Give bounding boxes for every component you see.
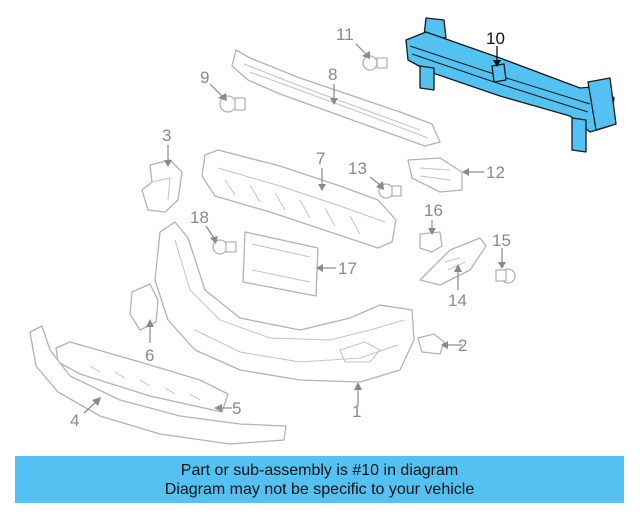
part-12-bracket [407, 157, 463, 193]
callout-8: 8 [328, 65, 337, 84]
callout-leaders [83, 43, 506, 414]
callout-10: 10 [486, 29, 505, 48]
callout-1: 1 [352, 402, 361, 421]
callout-7: 7 [316, 149, 325, 168]
banner-line-1: Part or sub-assembly is #10 in diagram [180, 461, 459, 479]
part-6-tow-cover [129, 283, 159, 331]
callout-2: 2 [458, 336, 467, 355]
callout-15: 15 [492, 231, 511, 250]
part-2-trim [417, 333, 445, 355]
callout-3: 3 [162, 126, 171, 145]
part-14-bracket [419, 237, 487, 286]
info-banner: Part or sub-assembly is #10 in diagram D… [15, 456, 624, 503]
part-10-impact-beam [405, 17, 617, 153]
callout-12: 12 [486, 163, 505, 182]
part-17-plate-bracket [242, 231, 319, 297]
part-4-spoiler [29, 325, 287, 445]
callout-4: 4 [70, 411, 79, 430]
callout-18: 18 [190, 208, 209, 227]
part-5-lower-insert [55, 341, 229, 413]
part-7-absorber [201, 149, 397, 249]
callout-16: 16 [424, 201, 443, 220]
part-15-bolt [495, 268, 516, 284]
part-18-bolt [212, 239, 237, 255]
part-16-clip [419, 231, 443, 253]
part-11-bolt [362, 55, 388, 71]
part-3-bracket [141, 159, 183, 213]
callout-13: 13 [348, 159, 367, 178]
parts-diagram: 1 2 3 4 5 6 7 8 9 10 11 12 13 14 15 16 1… [29, 17, 617, 445]
callout-11: 11 [336, 25, 354, 44]
callout-9: 9 [200, 68, 209, 87]
callout-17: 17 [338, 259, 357, 278]
callout-6: 6 [145, 346, 154, 365]
banner-line-2: Diagram may not be specific to your vehi… [164, 480, 475, 498]
part-1-bumper-cover [154, 221, 415, 383]
callout-14: 14 [448, 291, 467, 310]
callout-5: 5 [232, 399, 241, 418]
